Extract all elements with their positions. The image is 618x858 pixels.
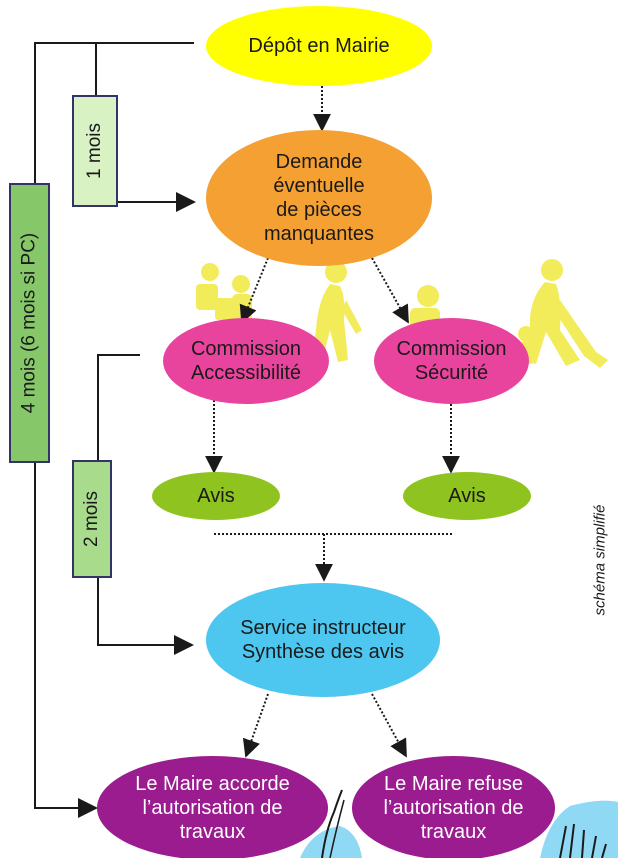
node-depot-label: Dépôt en Mairie xyxy=(248,35,390,57)
node-commission-accessibilite-label: Commission Accessibilité xyxy=(190,338,302,384)
node-avis-accessibilite: Avis xyxy=(152,472,280,520)
duration-two-months-label: 2 mois xyxy=(81,491,102,547)
duration-one-month: 1 mois xyxy=(72,95,118,207)
schema-note: schéma simplifié xyxy=(591,504,609,616)
node-maire-refuse: Le Maire refuse l’autorisation de travau… xyxy=(352,756,555,858)
duration-four-months-label: 4 mois (6 mois si PC) xyxy=(18,232,40,414)
node-commission-securite: Commission Sécurité xyxy=(374,318,529,404)
node-avis-1-label: Avis xyxy=(197,485,235,507)
duration-four-months: 4 mois (6 mois si PC) xyxy=(9,183,50,463)
node-maire-accorde: Le Maire accorde l’autorisation de trava… xyxy=(97,756,328,858)
node-service-instructeur: Service instructeur Synthèse des avis xyxy=(206,583,440,697)
node-depot-en-mairie: Dépôt en Mairie xyxy=(206,6,432,86)
node-avis-securite: Avis xyxy=(403,472,531,520)
duration-one-month-label: 1 mois xyxy=(84,123,105,179)
node-commission-accessibilite: Commission Accessibilité xyxy=(163,318,329,404)
node-avis-2-label: Avis xyxy=(448,485,486,507)
node-refuse-label: Le Maire refuse l’autorisation de travau… xyxy=(383,773,524,843)
duration-two-months: 2 mois xyxy=(72,460,112,578)
node-demande-label: Demande éventuelle de pièces manquantes xyxy=(263,151,375,245)
node-demande-pieces: Demande éventuelle de pièces manquantes xyxy=(206,130,432,266)
node-commission-securite-label: Commission Sécurité xyxy=(396,338,507,384)
node-accorde-label: Le Maire accorde l’autorisation de trava… xyxy=(135,773,290,843)
node-service-label: Service instructeur Synthèse des avis xyxy=(240,617,406,663)
